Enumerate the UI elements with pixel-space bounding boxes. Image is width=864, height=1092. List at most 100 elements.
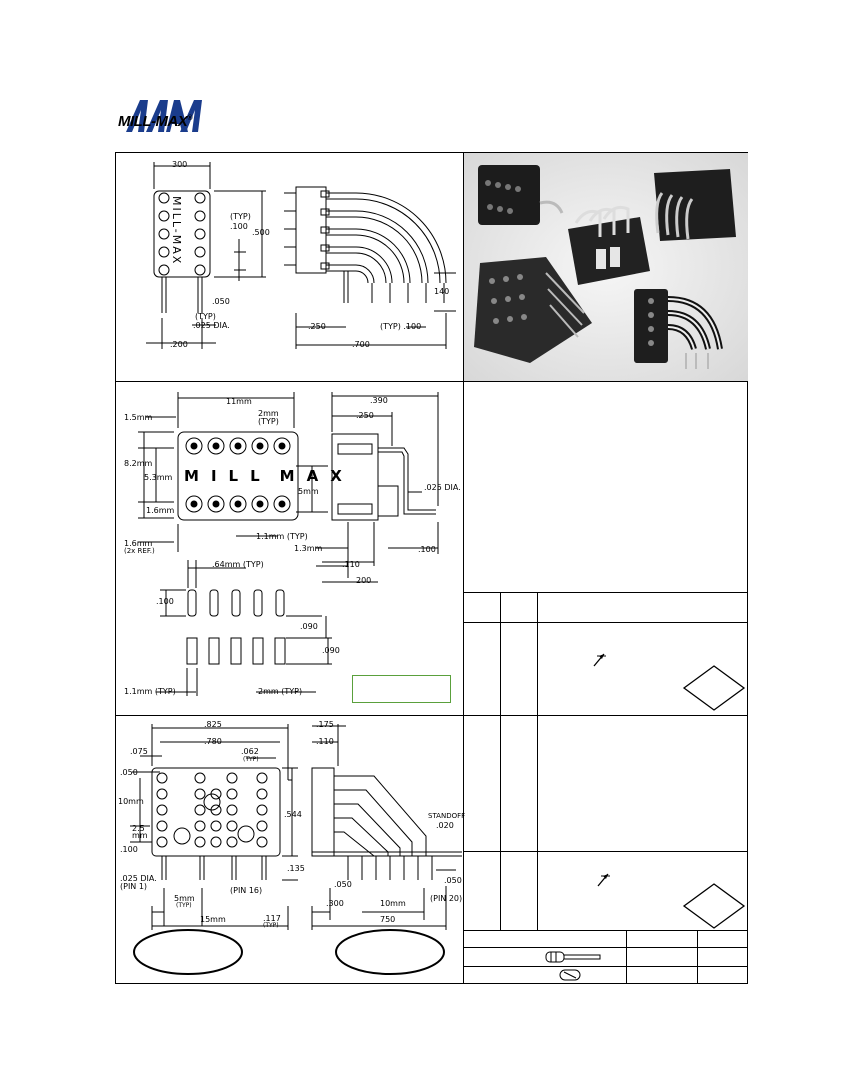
diamond-symbol-icon	[682, 665, 746, 711]
dim-label: 10mm	[380, 899, 406, 908]
dim-label: .780	[204, 737, 222, 746]
dim-label: 1.3mm	[294, 544, 323, 553]
dim-label: 5mm	[298, 487, 319, 496]
ellipse-marker	[335, 929, 445, 975]
dim-label: .110	[342, 560, 360, 569]
dim-label: .135	[287, 864, 305, 873]
dim-label: .300	[326, 899, 344, 908]
table-line	[463, 851, 748, 852]
panel-2-drawing	[138, 392, 439, 696]
connector-photo-4	[474, 257, 592, 363]
dim-label: 8.2mm	[124, 459, 153, 468]
table-line	[463, 930, 748, 931]
connector-photo-5	[634, 289, 723, 369]
dim-label: .825	[204, 720, 222, 729]
row-divider-2	[115, 715, 748, 716]
dim-label: .100	[120, 845, 138, 854]
dim-label: .110	[316, 737, 334, 746]
dim-label: 1.1mm (TYP)	[124, 687, 176, 696]
dim-label: .200	[170, 340, 188, 349]
dim-label: .050	[212, 297, 230, 306]
dim-label: 2.5	[132, 824, 145, 833]
dim-label: (TYP) .100	[380, 322, 422, 331]
dim-label: .250	[308, 322, 326, 331]
table-line	[463, 966, 748, 967]
dim-label: .075	[130, 747, 148, 756]
dim-label: .100	[230, 222, 248, 231]
dim-label: 1.6mm	[146, 506, 175, 515]
dim-label: .175	[316, 720, 334, 729]
bottom-pin-holes	[185, 495, 291, 513]
pin-rows	[186, 589, 286, 665]
dim-label: .090	[322, 646, 340, 655]
dim-label: 1.1mm (TYP)	[256, 532, 308, 541]
connector-photo-2	[568, 205, 650, 285]
body-marking: MILL-MAX	[170, 196, 183, 266]
dim-label: .100	[418, 545, 436, 554]
curved-leads	[326, 192, 447, 284]
dim-label: 15mm	[200, 915, 226, 924]
row-divider-1	[115, 381, 748, 382]
pins	[161, 856, 267, 880]
side-pins	[347, 856, 433, 880]
dim-label: .050	[120, 768, 138, 777]
dim-label: 1.5mm	[124, 413, 153, 422]
dim-label: .025 DIA.	[120, 874, 157, 883]
dim-label: mm	[132, 831, 148, 840]
panel-3-drawing	[130, 724, 462, 975]
dim-label: .050	[444, 876, 462, 885]
dim-label: .020	[436, 821, 454, 830]
dim-label: .050	[334, 880, 352, 889]
table-col-line	[697, 930, 698, 984]
dim-label: 2mm	[258, 409, 279, 418]
table-col-line	[500, 592, 501, 930]
top-pin-holes	[185, 437, 291, 455]
surface-finish-arrow-icon	[597, 873, 610, 887]
dim-label: .700	[352, 340, 370, 349]
pin-side-view-icon	[545, 951, 601, 963]
dim-label: (TYP)	[176, 902, 192, 909]
dim-label: 300	[172, 160, 188, 169]
dim-label: 10mm	[118, 797, 144, 806]
dim-label: 5mm	[174, 894, 195, 903]
dim-label: .062	[241, 747, 259, 756]
dim-label: (PIN 1)	[120, 882, 148, 891]
table-line	[463, 947, 748, 948]
dim-label: 1.6mm	[124, 539, 153, 548]
dim-label: (TYP)	[243, 756, 259, 763]
dim-label: 750	[380, 915, 396, 924]
panel-1-drawing	[146, 162, 456, 349]
dim-label: (PIN 16)	[230, 886, 263, 895]
dim-label: .390	[370, 396, 388, 405]
dim-label: .100	[156, 597, 174, 606]
dim-label: 5.3mm	[144, 473, 173, 482]
dim-label: .500	[252, 228, 270, 237]
dim-label: 11mm	[226, 397, 252, 406]
connector-photo-3	[654, 169, 736, 241]
dim-label: (2x REF.)	[124, 547, 155, 555]
dim-label: (PIN 20)	[430, 894, 463, 903]
green-outline-box	[352, 675, 451, 703]
table-col-line	[537, 592, 538, 930]
table-line	[463, 622, 748, 623]
dim-label: .025 DIA.	[193, 321, 230, 330]
dim-label: 200	[356, 576, 372, 585]
dim-label: 140	[434, 287, 450, 296]
dim-label: .544	[284, 810, 302, 819]
dim-label: (TYP)	[258, 417, 279, 426]
dim-label: .025 DIA.	[424, 483, 461, 492]
dim-label: (TYP)	[195, 312, 216, 321]
ellipse-marker	[133, 929, 243, 975]
datasheet-frame	[115, 152, 748, 984]
dim-label: 2mm (TYP)	[258, 687, 303, 696]
column-divider	[463, 152, 464, 984]
diamond-symbol-icon	[682, 883, 746, 929]
table-line	[463, 592, 748, 593]
logo-mark-icon	[126, 100, 202, 132]
lead-tails	[343, 271, 445, 303]
dim-label: (TYP)	[230, 212, 251, 221]
dim-label: .64mm (TYP)	[212, 560, 264, 569]
pin-grid	[156, 772, 268, 848]
dim-label: .090	[300, 622, 318, 631]
